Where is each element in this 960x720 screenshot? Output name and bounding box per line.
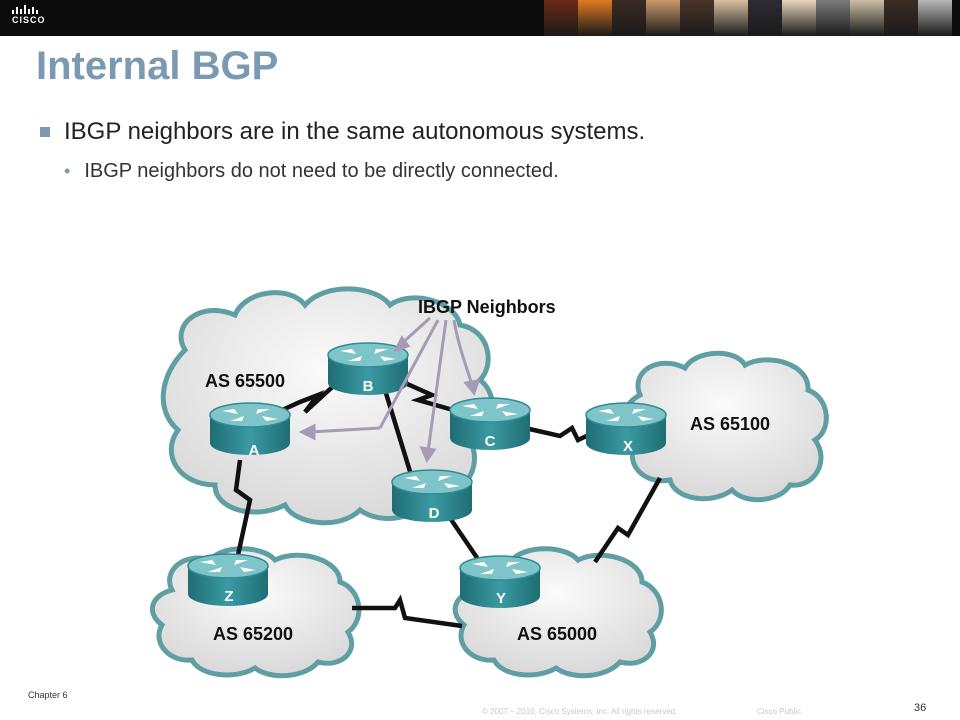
router-x[interactable] bbox=[585, 402, 667, 455]
page-number: 36 bbox=[914, 702, 927, 714]
routers bbox=[187, 342, 667, 608]
network-links bbox=[233, 378, 662, 629]
router-z[interactable] bbox=[187, 553, 269, 606]
router-label-d: D bbox=[429, 505, 440, 522]
bullet-1-text: IBGP neighbors are in the same autonomou… bbox=[64, 118, 646, 145]
router-label-z: Z bbox=[224, 588, 233, 605]
as65200-label: AS 65200 bbox=[213, 624, 293, 644]
router-arrows-icon bbox=[598, 409, 654, 421]
link-a-z bbox=[233, 459, 253, 556]
slide-title: Internal BGP bbox=[36, 44, 279, 88]
link-z-y bbox=[352, 594, 463, 629]
photo-strip bbox=[544, 0, 960, 36]
link-b-d bbox=[382, 389, 415, 479]
footer-classification: Cisco Public bbox=[757, 707, 802, 716]
router-d[interactable] bbox=[391, 469, 473, 522]
router-arrows-icon bbox=[340, 349, 396, 361]
header-photo bbox=[748, 0, 782, 36]
router-a[interactable] bbox=[209, 402, 291, 455]
header-photo bbox=[816, 0, 850, 36]
router-label-b: B bbox=[363, 378, 374, 395]
router-label-c: C bbox=[485, 433, 496, 450]
router-y[interactable] bbox=[459, 555, 541, 608]
link-c-x bbox=[524, 424, 596, 443]
as65100-label: AS 65100 bbox=[690, 414, 770, 434]
as65000-label: AS 65000 bbox=[517, 624, 597, 644]
router-label-y: Y bbox=[496, 590, 506, 607]
link-a-b bbox=[277, 378, 342, 415]
as65500-label: AS 65500 bbox=[205, 371, 285, 391]
router-b[interactable] bbox=[327, 342, 409, 395]
header-photo bbox=[714, 0, 748, 36]
header-photo bbox=[918, 0, 952, 36]
bullet-level-1: IBGP neighbors are in the same autonomou… bbox=[40, 118, 645, 146]
cisco-logo bbox=[12, 5, 38, 14]
router-arrows-icon bbox=[462, 404, 518, 416]
dot-bullet-icon: • bbox=[64, 161, 71, 181]
router-arrows-icon bbox=[222, 409, 278, 421]
header-photo bbox=[782, 0, 816, 36]
square-bullet-icon bbox=[40, 127, 50, 137]
footer-copyright: © 2007 – 2010, Cisco Systems, Inc. All r… bbox=[482, 707, 678, 716]
header-photo bbox=[544, 0, 578, 36]
ibgp-callout-arrows bbox=[298, 316, 481, 464]
cloud-as65100 bbox=[619, 350, 829, 503]
link-x-y bbox=[593, 476, 662, 564]
router-c[interactable] bbox=[449, 397, 531, 450]
header-photo bbox=[884, 0, 918, 36]
link-b-c bbox=[404, 380, 461, 415]
header-photo bbox=[680, 0, 714, 36]
header-photo bbox=[578, 0, 612, 36]
ibgp-neighbors-label: IBGP Neighbors bbox=[418, 297, 556, 317]
router-label-x: X bbox=[623, 438, 633, 455]
router-arrows-icon bbox=[472, 562, 528, 574]
router-arrows-icon bbox=[200, 560, 256, 572]
header-photo bbox=[850, 0, 884, 36]
logo-text: CISCO bbox=[12, 15, 46, 25]
top-banner: CISCO bbox=[0, 0, 960, 36]
bullet-2-text: IBGP neighbors do not need to be directl… bbox=[84, 160, 559, 182]
router-label-a: A bbox=[249, 442, 260, 459]
router-arrows-icon bbox=[404, 476, 460, 488]
bullet-level-2: • IBGP neighbors do not need to be direc… bbox=[64, 160, 559, 183]
header-photo bbox=[612, 0, 646, 36]
header-photo bbox=[646, 0, 680, 36]
footer-chapter: Chapter 6 bbox=[28, 690, 68, 700]
